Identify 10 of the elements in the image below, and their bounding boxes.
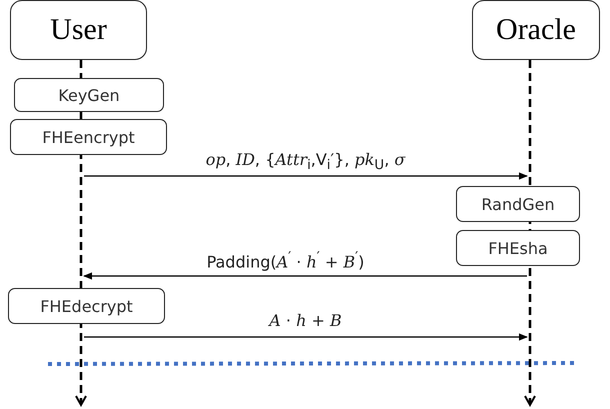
actor-box: User: [10, 0, 147, 60]
message-arrow: [84, 333, 528, 341]
message-arrow: [83, 272, 527, 280]
actor-box: Oracle: [472, 0, 600, 60]
step-box: KeyGen: [14, 78, 164, 112]
step-box: FHEsha: [456, 230, 580, 266]
step-box: FHEdecrypt: [8, 288, 165, 324]
message-arrow: [84, 172, 528, 180]
step-box: RandGen: [456, 186, 580, 222]
step-box: FHEencrypt: [10, 119, 167, 155]
